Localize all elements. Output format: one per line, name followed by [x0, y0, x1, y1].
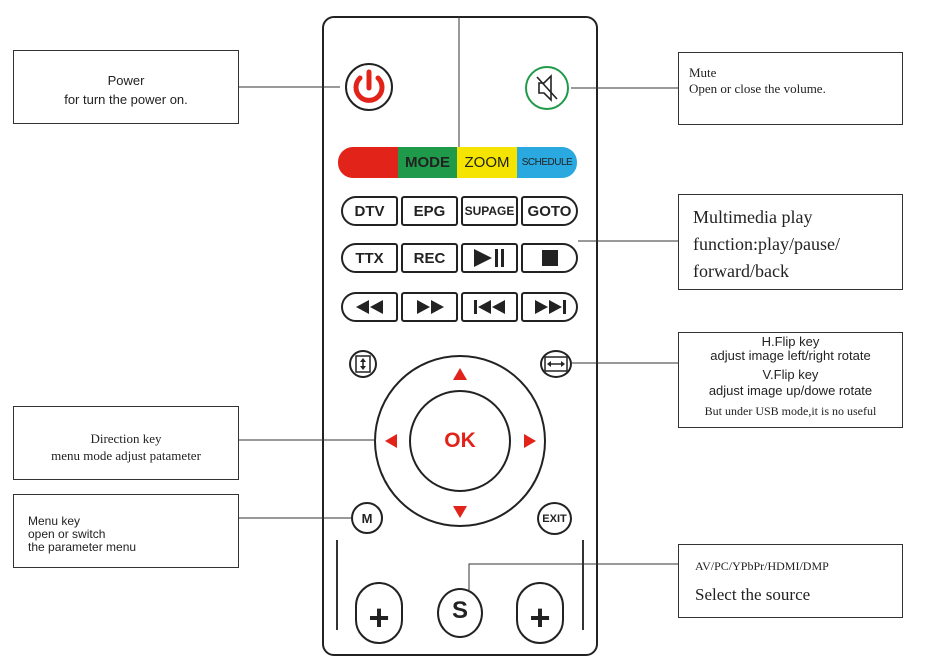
power-button[interactable]	[340, 61, 398, 113]
h-flip-icon	[544, 356, 568, 372]
multimedia-callout-line1: Multimedia play	[693, 207, 813, 227]
source-callout-line2: Select the source	[695, 585, 811, 604]
epg-button-label: EPG	[413, 202, 446, 220]
ok-button[interactable]: OK	[409, 390, 511, 492]
rec-button-label: REC	[413, 249, 446, 267]
source-callout: AV/PC/YPbPr/HDMI/DMP Select the source	[678, 544, 903, 618]
schedule-key-label: SCHEDULE	[521, 157, 573, 168]
multimedia-callout: Multimedia play function:play/pause/ for…	[678, 194, 903, 290]
arrow-right-button[interactable]	[523, 433, 537, 449]
multimedia-callout-line3: forward/back	[693, 261, 789, 281]
arrow-up-button[interactable]	[452, 367, 468, 381]
menu-callout: Menu key open or switch the parameter me…	[13, 494, 239, 568]
menu-button[interactable]: M	[351, 502, 383, 534]
channel-plus-label: +	[529, 597, 551, 638]
remote-inner-edge-right	[582, 540, 584, 630]
source-callout-line1: AV/PC/YPbPr/HDMI/DMP	[695, 559, 829, 573]
epg-button[interactable]: EPG	[401, 196, 458, 226]
arrow-down-icon	[453, 506, 467, 518]
mute-callout: Mute Open or close the volume.	[678, 52, 903, 125]
channel-plus-button[interactable]: +	[516, 582, 564, 644]
arrow-right-icon	[524, 434, 536, 448]
exit-button-label: EXIT	[542, 512, 567, 525]
dtv-button[interactable]: DTV	[341, 196, 398, 226]
rewind-button[interactable]	[341, 292, 398, 322]
ttx-button[interactable]: TTX	[341, 243, 398, 273]
play-pause-icon	[473, 249, 504, 267]
source-button[interactable]: S	[437, 588, 483, 638]
stop-icon	[541, 250, 558, 266]
fast-forward-icon	[416, 300, 444, 314]
zoom-key[interactable]: ZOOM	[457, 147, 517, 178]
arrow-left-icon	[385, 434, 397, 448]
ok-button-label: OK	[444, 429, 476, 452]
flip-callout-line2: adjust image left/right rotate	[710, 348, 871, 363]
power-callout-title: Power	[107, 73, 145, 88]
mute-callout-title: Mute	[689, 65, 717, 80]
direction-callout-title: Direction key	[90, 431, 162, 446]
power-icon	[345, 63, 393, 111]
previous-button[interactable]	[461, 292, 518, 322]
next-button[interactable]	[521, 292, 578, 322]
volume-plus-label: +	[368, 597, 390, 638]
goto-button[interactable]: GOTO	[521, 196, 578, 226]
exit-button[interactable]: EXIT	[537, 502, 572, 535]
ttx-button-label: TTX	[355, 249, 384, 267]
power-callout: Power for turn the power on.	[13, 50, 239, 124]
arrow-up-icon	[453, 368, 467, 380]
mute-button[interactable]	[523, 64, 571, 112]
zoom-key-label: ZOOM	[464, 154, 510, 171]
mode-key[interactable]: MODE	[398, 147, 457, 178]
v-flip-icon	[355, 355, 371, 373]
menu-button-label: M	[361, 510, 373, 526]
power-callout-desc: for turn the power on.	[64, 92, 188, 107]
goto-button-label: GOTO	[527, 202, 572, 220]
multimedia-callout-line2: function:play/pause/	[693, 234, 840, 254]
supage-button[interactable]: SUPAGE	[461, 196, 518, 226]
schedule-key[interactable]: SCHEDULE	[517, 147, 577, 178]
rewind-icon	[355, 300, 383, 314]
arrow-down-button[interactable]	[452, 505, 468, 519]
mute-icon	[525, 66, 569, 110]
fast-forward-button[interactable]	[401, 292, 458, 322]
flip-callout-line5: But under USB mode,it is no useful	[704, 404, 877, 418]
red-key[interactable]	[338, 147, 398, 178]
flip-callout-line3: V.Flip key	[762, 367, 819, 382]
source-button-label: S	[451, 597, 468, 624]
play-pause-button[interactable]	[461, 243, 518, 273]
next-icon	[534, 300, 566, 314]
volume-plus-button[interactable]: +	[355, 582, 403, 644]
direction-callout-desc: menu mode adjust patameter	[51, 448, 201, 463]
menu-callout-line3: the parameter menu	[28, 540, 137, 554]
dtv-button-label: DTV	[354, 202, 385, 220]
remote-inner-edge-left	[336, 540, 338, 630]
mute-callout-desc: Open or close the volume.	[689, 81, 826, 96]
flip-callout: H.Flip key adjust image left/right rotat…	[678, 332, 903, 428]
previous-icon	[473, 300, 505, 314]
direction-callout: Direction key menu mode adjust patameter	[13, 406, 239, 480]
mode-key-label: MODE	[405, 154, 450, 171]
menu-callout-line1: Menu key	[28, 514, 81, 528]
arrow-left-button[interactable]	[384, 433, 398, 449]
flip-callout-line1: H.Flip key	[761, 334, 820, 349]
v-flip-button[interactable]	[349, 350, 377, 378]
menu-callout-line2: open or switch	[28, 527, 106, 541]
remote-body	[322, 16, 598, 656]
h-flip-button[interactable]	[540, 350, 572, 378]
flip-callout-line4: adjust image up/dowe rotate	[708, 383, 873, 398]
supage-button-label: SUPAGE	[464, 204, 515, 218]
stop-button[interactable]	[521, 243, 578, 273]
rec-button[interactable]: REC	[401, 243, 458, 273]
